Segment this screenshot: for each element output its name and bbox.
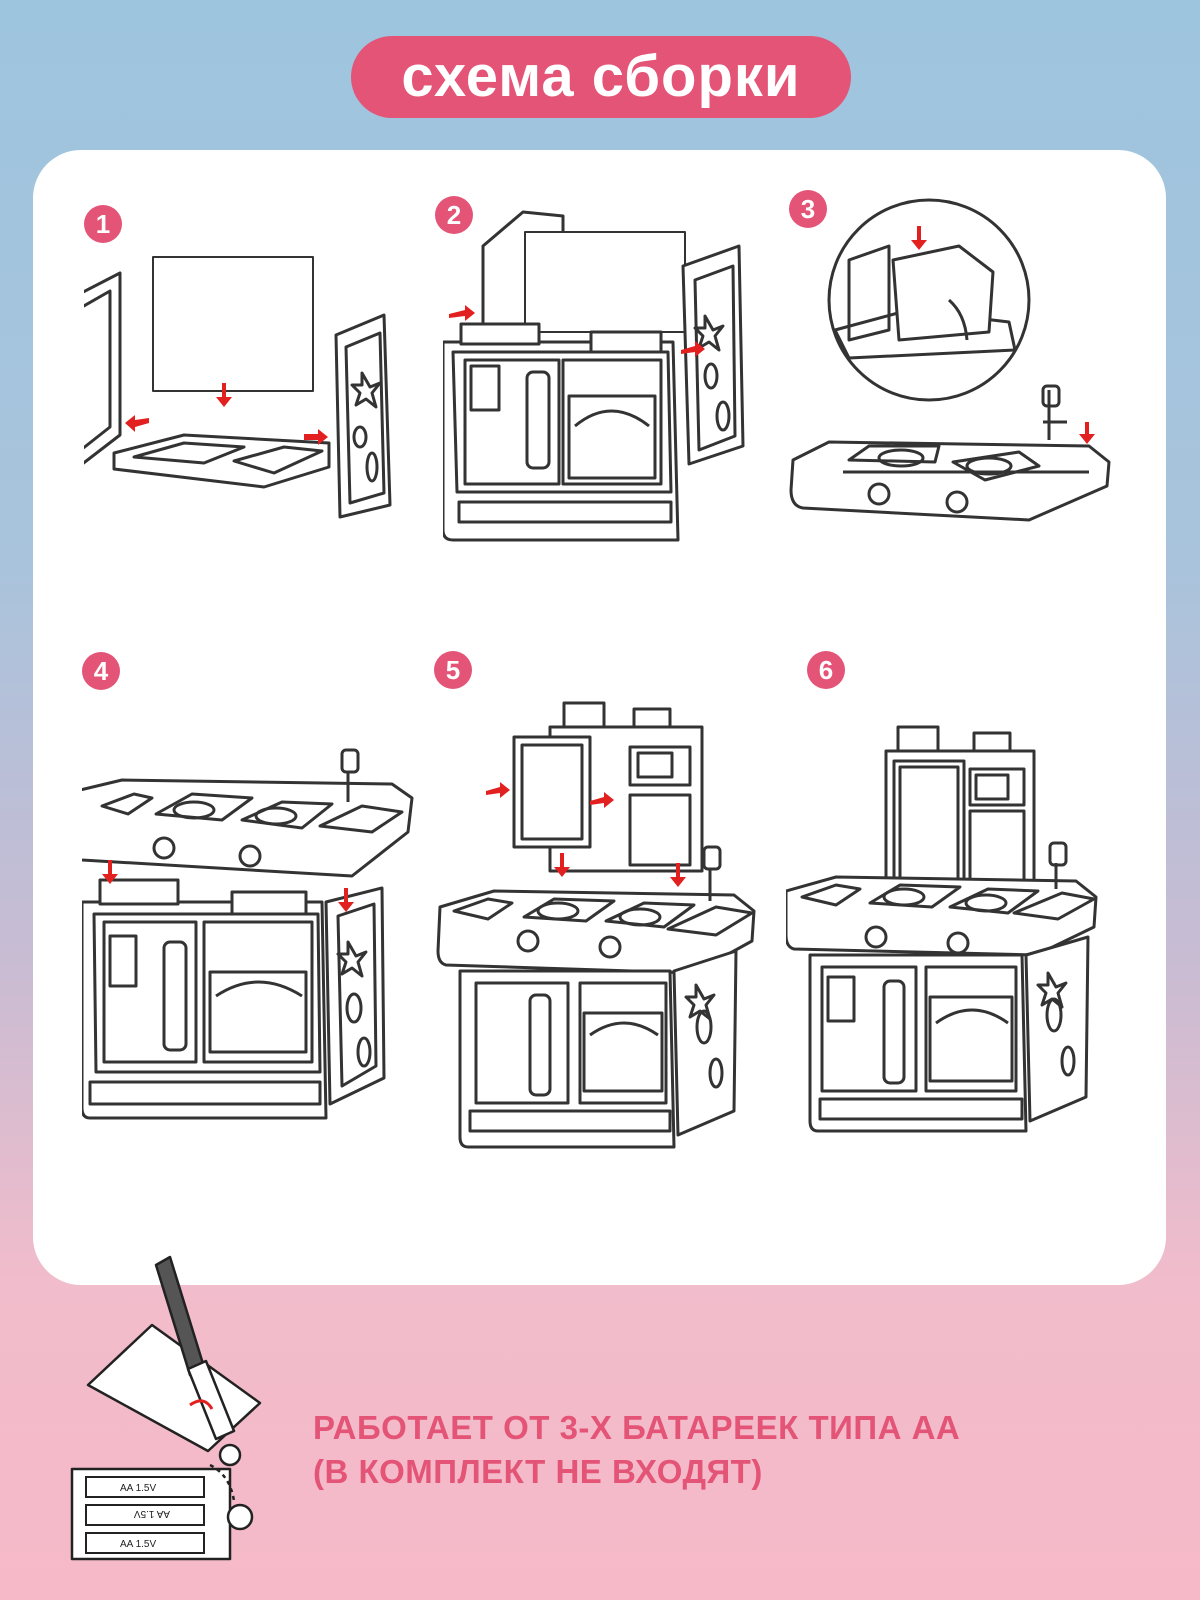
step-6: 6 <box>786 651 1142 1133</box>
step-5: 5 <box>434 651 790 1149</box>
step-3-illustration <box>789 198 1111 522</box>
step-badge-4: 4 <box>82 652 120 690</box>
battery-3-label: AA 1.5V <box>120 1539 156 1550</box>
battery-3: AA 1.5V <box>85 1532 205 1554</box>
step-4-illustration <box>82 748 414 1120</box>
step-5-illustration <box>436 701 756 1149</box>
battery-2: AA 1.5V <box>85 1504 205 1526</box>
step-4: 4 <box>82 652 438 1122</box>
step-badge-6: 6 <box>807 651 845 689</box>
page-title: схема сборки <box>401 44 801 109</box>
step-1: 1 <box>84 205 440 675</box>
step-badge-5: 5 <box>434 651 472 689</box>
step-2: 2 <box>435 196 799 666</box>
step-6-illustration <box>786 725 1098 1133</box>
step-2-illustration <box>443 210 745 542</box>
battery-note-line-2: (В КОМПЛЕКТ НЕ ВХОДЯТ) <box>313 1453 763 1490</box>
title-banner: схема сборки <box>351 36 851 118</box>
battery-note-line-1: РАБОТАЕТ ОТ 3-Х БАТАРЕЕК ТИПА АА <box>313 1409 961 1446</box>
step-badge-2: 2 <box>435 196 473 234</box>
battery-1-label: AA 1.5V <box>120 1483 156 1494</box>
step-1-illustration <box>84 256 392 519</box>
battery-2-label: AA 1.5V <box>134 1508 170 1519</box>
battery-compartment-illustration: AA 1.5V AA 1.5V AA 1.5V <box>70 1255 262 1561</box>
step-3: 3 <box>789 190 1145 660</box>
step-badge-1: 1 <box>84 205 122 243</box>
step-badge-3: 3 <box>789 190 827 228</box>
battery-1: AA 1.5V <box>85 1476 205 1498</box>
battery-note: РАБОТАЕТ ОТ 3-Х БАТАРЕЕК ТИПА АА (В КОМП… <box>313 1406 1173 1494</box>
